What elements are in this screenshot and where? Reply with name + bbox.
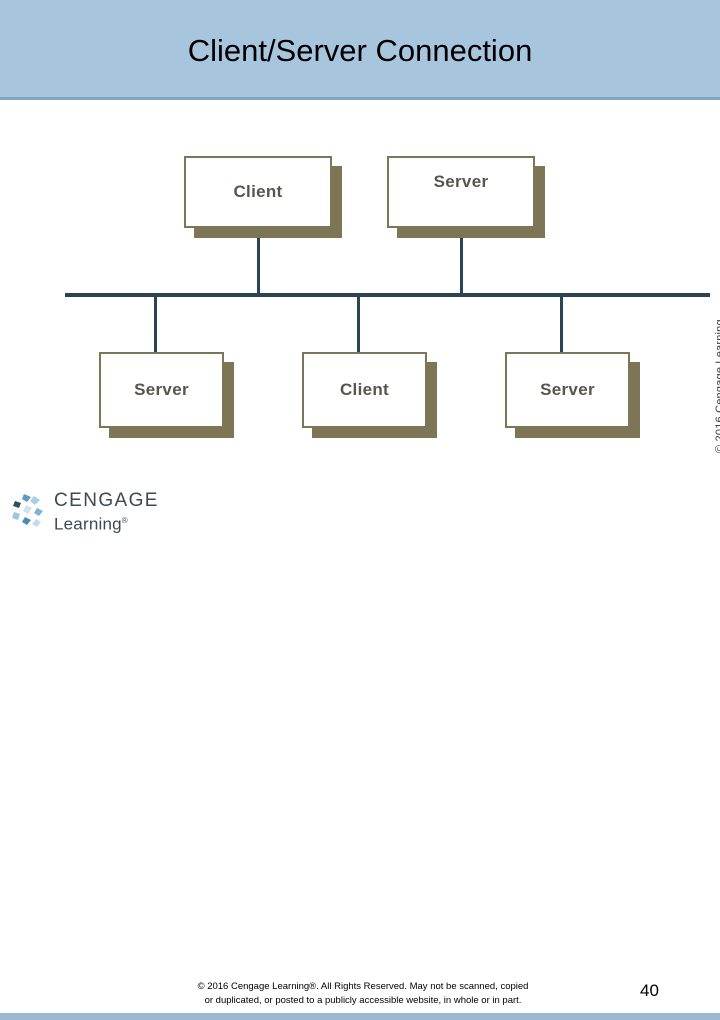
node-face: Server [99, 352, 224, 428]
node-label: Server [540, 380, 595, 399]
node-top-server[interactable]: Server [387, 156, 545, 238]
node-bottom-client-mid[interactable]: Client [302, 352, 437, 438]
node-face: Server [387, 156, 535, 228]
page-number: 40 [640, 981, 659, 1000]
header-divider-rule [0, 97, 720, 100]
cengage-logo-wordmark: CENGAGE Learning® [54, 490, 159, 534]
connector-bottom-server-left [154, 296, 157, 353]
node-label: Client [339, 380, 390, 399]
logo-cengage-text: CENGAGE [54, 490, 159, 511]
node-top-client[interactable]: Client [184, 156, 342, 238]
node-label: Client [233, 182, 283, 201]
cengage-logo: CENGAGE Learning® [10, 488, 160, 534]
logo-learning-text: Learning® [54, 511, 159, 534]
network-bus-line [65, 293, 710, 297]
node-label: Server [433, 172, 489, 191]
connector-top-client [257, 228, 260, 296]
connector-bottom-server-right [560, 296, 563, 353]
footer: CENGAGE Learning® © 2016 Cengage Learnin… [0, 480, 720, 1020]
connector-top-server [460, 228, 463, 296]
logo-trademark: ® [121, 516, 128, 525]
node-face: Client [184, 156, 332, 228]
side-copyright-credit: © 2016 Cengage Learning [700, 285, 720, 455]
node-label: Server [134, 380, 189, 399]
footer-copyright-line2: or duplicated, or posted to a publicly a… [204, 995, 522, 1006]
side-copyright-text: © 2016 Cengage Learning [714, 319, 720, 453]
node-face: Server [505, 352, 630, 428]
footer-copyright-line1: © 2016 Cengage Learning®. All Rights Res… [197, 981, 529, 992]
node-face: Client [302, 352, 427, 428]
logo-learning-word: Learning [54, 514, 122, 534]
node-bottom-server-left[interactable]: Server [99, 352, 234, 438]
footer-copyright: © 2016 Cengage Learning®. All Rights Res… [168, 980, 558, 1008]
cengage-swoosh-icon [12, 494, 43, 527]
connector-bottom-client-mid [357, 296, 360, 353]
node-bottom-server-right[interactable]: Server [505, 352, 640, 438]
network-diagram: Client Server Server Client Server [0, 100, 720, 480]
footer-bottom-bar [0, 1013, 720, 1020]
header-band [0, 0, 720, 97]
page-title: Client/Server Connection [187, 33, 533, 68]
